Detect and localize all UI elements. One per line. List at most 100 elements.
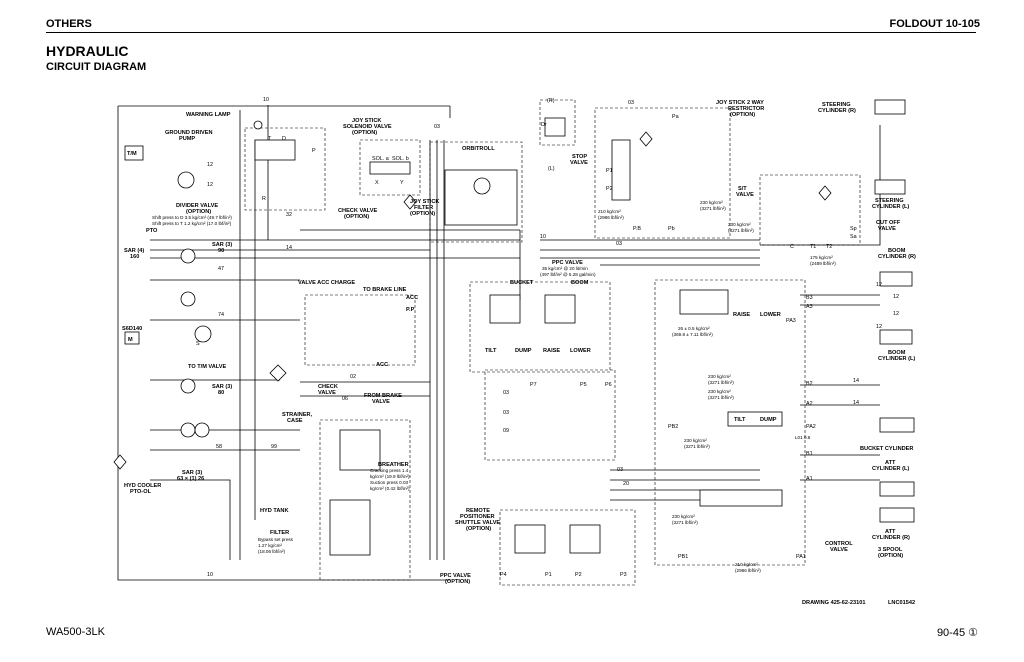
line-no-03-d: 03 <box>617 467 623 473</box>
line-no-14-b: 14 <box>853 378 859 384</box>
port-a1: A1 <box>806 476 813 482</box>
control-valve-box <box>654 279 806 566</box>
label-warning-lamp: WARNING LAMP <box>186 112 231 118</box>
label-s6d140: S6D140 <box>122 326 142 332</box>
line-acc <box>300 381 430 397</box>
label-st-valve-2: VALVE <box>736 192 754 198</box>
label-divider-shift-1: Shift press to D 3.5 kg/cm² (49.7 lbf/in… <box>152 215 232 220</box>
drawing-ref: LNC01542 <box>888 600 915 606</box>
port-p2: P2 <box>606 186 613 192</box>
label-remote: REMOTE <box>466 508 490 514</box>
label-att-cyl-r-3: 3 SPOOL <box>878 547 903 553</box>
port-a3: A3 <box>806 304 813 310</box>
att-spool <box>699 489 783 507</box>
drawing-number: DRAWING 425-62-23101 <box>802 600 865 606</box>
line-no-12-d: 12 <box>893 294 899 300</box>
port-p7: P7 <box>530 382 537 388</box>
label-sar3-a: SAR (3) <box>212 242 232 248</box>
footer-model: WA500-3LK <box>46 626 105 638</box>
line-lower-bus <box>610 469 760 501</box>
steering-cylinder-r-body <box>874 99 906 115</box>
line-pto-bus-2 <box>150 319 300 451</box>
pump-st-icon <box>180 248 196 264</box>
label-hyd-cooler: HYD COOLER <box>124 483 161 489</box>
ppc-option-spool-2 <box>569 524 601 554</box>
line-no-12-e: 12 <box>893 311 899 317</box>
line-no-99: 99 <box>271 444 277 450</box>
boom-cylinder-l-body <box>879 329 913 345</box>
label-acc-2: ACC <box>376 362 388 368</box>
port-b3: B3 <box>806 295 813 301</box>
port-p5: P5 <box>580 382 587 388</box>
label-steering-cyl-r: STEERING <box>822 102 851 108</box>
pump-tc-icon <box>180 378 196 394</box>
label-ppc-spec-1: 35 kg/cm² @ 20 lit/min <box>542 266 588 271</box>
label-remote-3: SHUTTLE VALVE <box>455 520 500 526</box>
label-cutoff: CUT OFF <box>876 220 901 226</box>
raise-lower-spool <box>679 289 729 315</box>
label-p-230d-psi: (3271 lbf/in²) <box>708 395 734 400</box>
line-cooler <box>150 479 231 560</box>
pump-sw-icon <box>180 422 196 438</box>
port-p4: P4 <box>500 572 507 578</box>
header-rule <box>46 32 976 33</box>
att-cylinder-l-body <box>879 481 915 497</box>
port-pa3: PA3 <box>786 318 796 324</box>
joystick-filter-icon <box>403 194 417 210</box>
label-att-cyl-r: ATT <box>885 529 896 535</box>
port-c: C <box>790 244 794 250</box>
st-valve-spool <box>611 139 631 201</box>
label-breather-spec-3: Suction press 0.03 <box>370 480 408 485</box>
label-p-230b: 230 kg/cm² <box>728 222 751 227</box>
port-pa2: PA2 <box>806 424 816 430</box>
port-r-paren: (R) <box>547 98 555 104</box>
port-pa1: PA1 <box>796 554 806 560</box>
line-no-02: 02 <box>350 374 356 380</box>
label-breather-spec-2: kg/cm² (19.9 lbf/in²) <box>370 474 410 479</box>
valve-acc-charge-box <box>304 294 416 366</box>
label-p-230f-psi: (3271 lbf/in²) <box>672 520 698 525</box>
label-breather-spec-1: Cracking press 1.4 <box>370 468 409 473</box>
label-ppc-valve: PPC VALVE <box>552 260 583 266</box>
line-no-10-top: 10 <box>263 97 269 103</box>
line-pto-bus <box>150 239 520 281</box>
line-no-06: 06 <box>342 396 348 402</box>
label-st-valve: S/T <box>738 186 747 192</box>
port-b2: B2 <box>806 381 813 387</box>
port-p1: P1 <box>606 168 613 174</box>
port-r: R <box>262 196 266 202</box>
label-stop-valve-2: VALVE <box>570 160 588 166</box>
hyd-tank-box <box>319 419 411 581</box>
strainer-icon <box>269 364 287 382</box>
label-check-valve-2: VALVE <box>318 390 336 396</box>
pump-ld-icon <box>180 291 196 307</box>
label-filter-spec-2: 1.27 kg/cm² <box>258 543 282 548</box>
cutoff-filter-icon <box>818 185 832 201</box>
remote-positioner-box <box>484 369 616 461</box>
label-p-26-psi: (369.8 ± 7.11 lbf/in²) <box>672 332 713 337</box>
page-title: HYDRAULIC <box>46 43 129 59</box>
label-bucket: BUCKET <box>510 280 534 286</box>
label-remote-2: POSITIONER <box>460 514 495 520</box>
label-m: M <box>128 337 133 343</box>
port-p6: P6 <box>605 382 612 388</box>
line-no-14: 14 <box>286 245 292 251</box>
line-no-14-c: 14 <box>853 400 859 406</box>
label-sar3-c-val: 63 × (1) 26 <box>177 476 204 482</box>
label-p1-tilt: TILT <box>485 348 497 354</box>
section-title: OTHERS <box>46 18 92 30</box>
label-pto: PTO <box>146 228 158 234</box>
label-joystick-restrictor-2: RESTRICTOR <box>728 106 764 112</box>
label-p-210b-psi: (2986 lbf/in²) <box>735 568 761 573</box>
label-l01: L01 0.6 <box>795 435 811 440</box>
label-to-brake-line: TO BRAKE LINE <box>363 287 407 293</box>
port-b1: B1 <box>806 451 813 457</box>
st-filter-icon <box>639 131 653 147</box>
port-t2: T2 <box>826 244 832 250</box>
label-control-valve: CONTROL <box>825 541 853 547</box>
ppc-option-spool-1 <box>514 524 546 554</box>
line-center-bus <box>300 140 521 560</box>
port-pb2: PB2 <box>668 424 678 430</box>
label-p-210: 210 kg/cm² <box>598 209 621 214</box>
line-no-12-c: 12 <box>876 282 882 288</box>
